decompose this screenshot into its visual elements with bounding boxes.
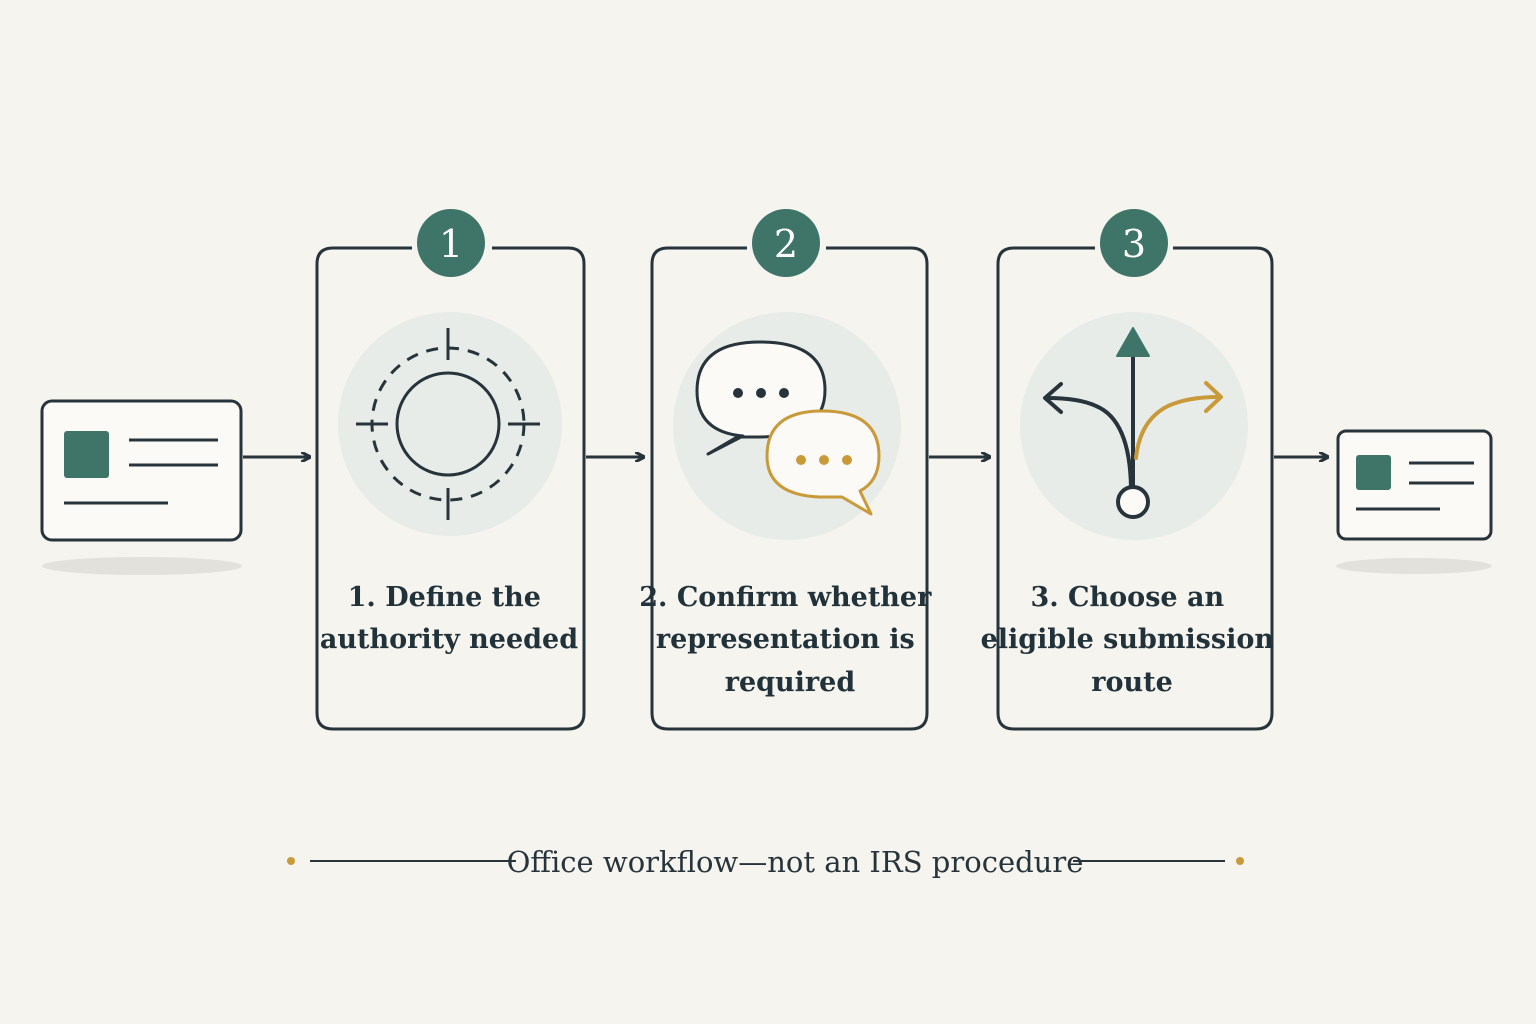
footer-left-dot — [287, 857, 295, 865]
document-card-icon — [1336, 429, 1493, 541]
step-label-2-line-3: required — [725, 667, 856, 698]
step-label-3-line-2: eligible submission — [981, 624, 1275, 655]
input-document-shadow — [42, 557, 242, 575]
branching-arrows-icon — [1043, 327, 1223, 519]
step-label-3-line-1: 3. Choose an — [1030, 582, 1224, 613]
output-document — [1336, 429, 1493, 574]
step-badge-2-number: 2 — [774, 222, 798, 266]
step-label-2-line-2: representation is — [656, 624, 915, 655]
step-label-3: 3. Choose an eligible submission route — [981, 582, 1284, 698]
step-card-1-frame — [315, 246, 586, 731]
footer-caption: Office workflow—not an IRS procedure — [287, 845, 1244, 879]
step-label-3-line-3: route — [1091, 667, 1173, 698]
step-label-2-line-1: 2. Confirm whether — [639, 582, 932, 613]
step-badge-3-number: 3 — [1122, 222, 1146, 266]
document-card-icon — [40, 399, 243, 542]
step-card-1: 1 1. Define the authority needed — [315, 209, 586, 731]
step-card-3-frame — [996, 246, 1274, 731]
step-card-2-frame — [650, 246, 929, 731]
target-crosshair-icon — [356, 328, 540, 520]
speech-bubbles-icon — [695, 340, 881, 516]
step-card-2: 2 2. Confirm whether representation is r… — [639, 209, 941, 731]
output-document-shadow — [1336, 558, 1492, 574]
step-badge-1: 1 — [417, 209, 485, 277]
step-card-3: 3 3. Choose an eligible submission route — [981, 209, 1284, 731]
step-label-1-line-2: authority needed — [320, 624, 578, 655]
step-label-1-line-1: 1. Define the — [348, 582, 541, 613]
gold-speech-bubble-icon — [765, 409, 881, 516]
step-1-icon-halo — [338, 312, 562, 536]
step-badge-1-number: 1 — [439, 222, 463, 266]
footer-text: Office workflow—not an IRS procedure — [507, 845, 1084, 879]
step-label-1: 1. Define the authority needed — [320, 582, 578, 655]
step-label-2: 2. Confirm whether representation is req… — [639, 582, 941, 698]
step-badge-2: 2 — [752, 209, 820, 277]
input-document — [40, 399, 243, 575]
step-badge-3: 3 — [1100, 209, 1168, 277]
footer-right-dot — [1236, 857, 1244, 865]
